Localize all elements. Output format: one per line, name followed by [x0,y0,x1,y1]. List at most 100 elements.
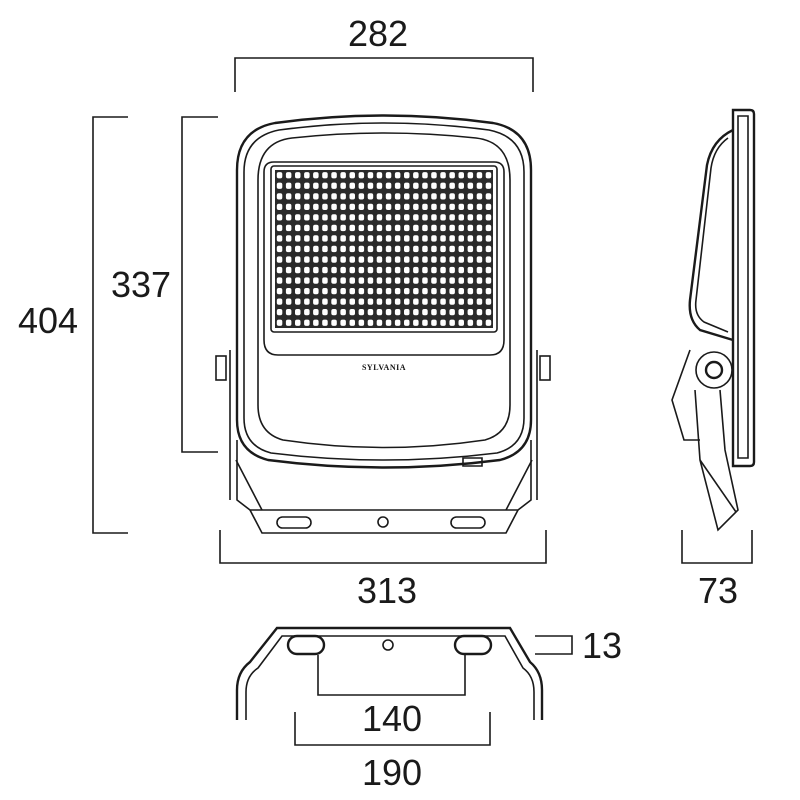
led [322,235,328,242]
led [313,203,319,210]
led [322,182,328,189]
led [431,172,437,179]
led [394,224,401,232]
led [404,277,410,284]
led [394,298,401,305]
led [376,203,383,210]
led [295,203,301,210]
led [449,266,455,274]
led [485,172,492,179]
led [467,214,474,221]
led [376,224,383,232]
led [331,235,337,242]
led [422,172,428,179]
dimension-label-337: 337 [111,264,171,305]
led [404,182,410,189]
led [476,298,483,305]
led [449,203,455,210]
led [440,319,446,326]
led [467,224,474,232]
led [313,193,319,200]
led [295,224,301,232]
led [276,214,283,221]
led [367,203,374,210]
led [422,245,428,253]
led [485,309,492,316]
led [367,172,374,179]
led [385,309,392,316]
led [349,182,355,189]
led [331,277,337,284]
led [304,277,310,284]
led [449,182,455,189]
led [422,298,428,305]
led [431,182,437,189]
led [467,277,474,284]
led [394,203,401,210]
led [404,256,410,263]
led [440,172,446,179]
led [376,182,383,189]
led [440,235,446,242]
led [313,182,319,189]
led [358,266,365,274]
led [349,245,355,253]
dimension-label-190: 190 [362,752,422,793]
led [440,214,446,221]
led [467,309,474,316]
led [485,203,492,210]
led [458,182,464,189]
led [376,319,383,326]
led [413,288,419,295]
led [449,172,455,179]
led [367,182,374,189]
led [376,193,383,200]
led [449,193,455,200]
led [485,277,492,284]
led [458,203,464,210]
led [331,266,337,274]
led [404,319,410,326]
led [358,193,365,200]
led [285,172,292,179]
led [313,266,319,274]
led [331,182,337,189]
brand-logo: SYLVANIA [362,363,406,372]
led [440,298,446,305]
led [285,203,292,210]
led [458,277,464,284]
dimension-label-404: 404 [18,300,78,341]
dimension-label-13: 13 [582,625,622,666]
led [458,172,464,179]
led [376,245,383,253]
led [385,182,392,189]
led [413,298,419,305]
led [322,298,328,305]
led [349,214,355,221]
led [285,319,292,326]
led [349,277,355,284]
led [476,288,483,295]
led [404,309,410,316]
led [385,214,392,221]
led [394,214,401,221]
led [276,203,283,210]
led [485,224,492,232]
led [322,277,328,284]
led [358,235,365,242]
dimension-282: 282 [234,13,534,92]
led [376,298,383,305]
led [285,235,292,242]
led [358,277,365,284]
led [449,309,455,316]
led [458,224,464,232]
led [385,224,392,232]
led [340,266,346,274]
front-view: SYLVANIA [215,114,551,534]
led [422,266,428,274]
led [367,193,374,200]
led [322,214,328,221]
led [467,172,474,179]
led [340,309,346,316]
led [376,214,383,221]
